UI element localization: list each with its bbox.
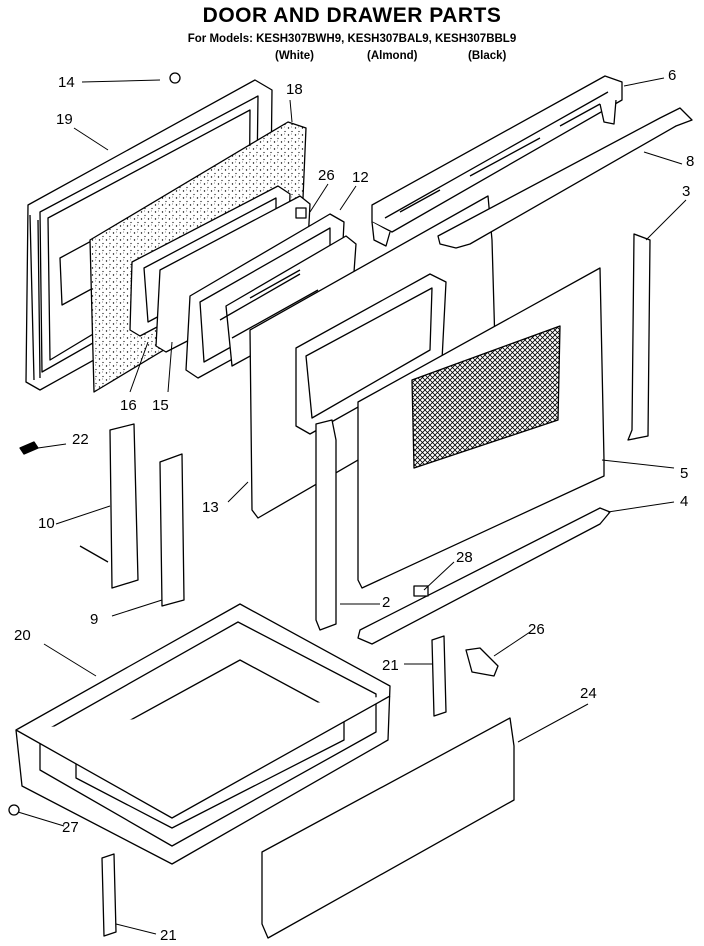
callout-20: 20 bbox=[14, 627, 31, 644]
drawer-body bbox=[15, 603, 391, 865]
variant-black: (Black) bbox=[468, 50, 507, 62]
callout-26-lower: 26 bbox=[528, 621, 545, 638]
callout-21-lower: 21 bbox=[160, 927, 177, 944]
right-side-trim bbox=[627, 233, 651, 441]
drawer-front bbox=[261, 717, 515, 939]
callout-14: 14 bbox=[58, 74, 75, 91]
callout-15: 15 bbox=[152, 397, 169, 414]
callout-10: 10 bbox=[38, 515, 55, 532]
callout-3: 3 bbox=[682, 183, 690, 200]
callout-6: 6 bbox=[668, 67, 676, 84]
filler-strip-9 bbox=[159, 453, 185, 607]
plug-14 bbox=[169, 72, 181, 84]
inner-door-liner bbox=[249, 195, 497, 519]
callout-4: 4 bbox=[680, 493, 688, 510]
screw-22 bbox=[19, 441, 39, 455]
callout-18: 18 bbox=[286, 81, 303, 98]
callout-13: 13 bbox=[202, 499, 219, 516]
drawer-roller bbox=[465, 647, 499, 677]
leader-lines bbox=[17, 77, 687, 935]
drawer-bracket-21a bbox=[431, 635, 447, 717]
callout-24: 24 bbox=[580, 685, 597, 702]
callout-12: 12 bbox=[352, 169, 369, 186]
door-handle bbox=[437, 107, 693, 249]
bottom-door-trim bbox=[357, 507, 611, 645]
left-door-trim bbox=[315, 419, 337, 631]
model-list: For Models: KESH307BWH9, KESH307BAL9, KE… bbox=[187, 33, 517, 45]
callout-26-upper: 26 bbox=[318, 167, 335, 184]
outer-door-panel bbox=[357, 267, 605, 589]
callout-28: 28 bbox=[456, 549, 473, 566]
variant-almond: (Almond) bbox=[367, 50, 418, 62]
door-glass-panels bbox=[155, 195, 357, 379]
callout-16: 16 bbox=[120, 397, 137, 414]
callout-8: 8 bbox=[686, 153, 694, 170]
left-side-bracket bbox=[79, 423, 139, 589]
callout-21-upper: 21 bbox=[382, 657, 399, 674]
door-clip bbox=[295, 207, 307, 219]
vent-trim bbox=[371, 75, 623, 247]
callout-labels: 14 18 19 6 8 26 12 3 16 15 22 10 13 5 4 … bbox=[14, 67, 694, 944]
screw-27 bbox=[8, 804, 20, 816]
callout-27: 27 bbox=[62, 819, 79, 836]
callout-2: 2 bbox=[382, 594, 390, 611]
callout-5: 5 bbox=[680, 465, 688, 482]
clip-28 bbox=[413, 585, 429, 597]
variant-white: (White) bbox=[275, 50, 314, 62]
drawer-bracket-21b bbox=[101, 853, 117, 937]
diagram-title: DOOR AND DRAWER PARTS bbox=[202, 4, 502, 27]
callout-22: 22 bbox=[72, 431, 89, 448]
callout-9: 9 bbox=[90, 611, 98, 628]
callout-19: 19 bbox=[56, 111, 73, 128]
